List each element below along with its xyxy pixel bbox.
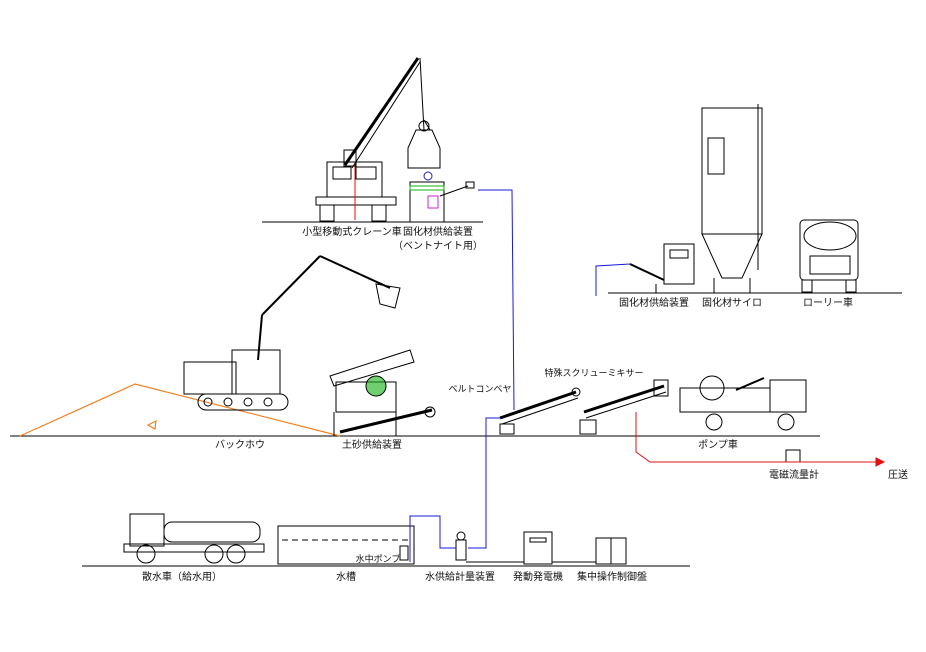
silo-label: 固化材サイロ bbox=[702, 296, 762, 309]
pump-truck bbox=[679, 375, 807, 431]
belt-conveyor-label: ベルトコンベヤ bbox=[448, 385, 511, 395]
submersible-pump-label: 水中ポンプ bbox=[356, 553, 401, 565]
belt-conveyor bbox=[499, 387, 581, 435]
flowmeter-label: 電磁流量計 bbox=[769, 468, 819, 481]
water-meter-label: 水供給計量装置 bbox=[425, 570, 495, 583]
control-panel bbox=[595, 537, 627, 565]
lorry-label: ローリー車 bbox=[803, 296, 853, 309]
bentonite-feeder bbox=[407, 119, 475, 223]
backhoe-label: バックホウ bbox=[215, 439, 265, 451]
generator-label: 発動発電機 bbox=[513, 570, 563, 583]
water-meter bbox=[455, 531, 467, 561]
soil-pile bbox=[19, 383, 341, 437]
feeder-right-label: 固化材供給装置 bbox=[619, 296, 689, 309]
water-truck bbox=[123, 513, 265, 564]
bentonite-feeder-label: 固化材供給装置 bbox=[403, 225, 473, 238]
screw-mixer bbox=[579, 379, 669, 435]
lorry bbox=[799, 219, 859, 293]
crane-truck-label: 小型移動式クレーン車 bbox=[302, 225, 402, 238]
control-panel-label: 集中操作制御盤 bbox=[577, 570, 647, 583]
water-tank-label: 水槽 bbox=[336, 570, 356, 583]
soil-feeder-label: 土砂供給装置 bbox=[342, 438, 402, 451]
pump-truck-label: ポンプ車 bbox=[698, 438, 738, 451]
pressure-feed-label: 圧送 bbox=[888, 468, 908, 481]
slurry-pipe bbox=[635, 412, 886, 467]
generator bbox=[523, 531, 553, 565]
flowmeter bbox=[785, 449, 801, 463]
ground-lines bbox=[10, 221, 902, 567]
backhoe bbox=[183, 255, 401, 411]
soil-feeder bbox=[329, 349, 436, 436]
crane-truck bbox=[315, 57, 425, 222]
silo bbox=[701, 104, 763, 293]
screw-mixer-label: 特殊スクリューミキサー bbox=[544, 367, 643, 379]
water-pipes bbox=[409, 189, 631, 562]
water-truck-label: 散水車（給水用） bbox=[142, 570, 222, 583]
feeder-right bbox=[629, 243, 695, 293]
bentonite-note-label: （ベントナイト用） bbox=[393, 240, 483, 252]
water-tank bbox=[277, 525, 415, 565]
